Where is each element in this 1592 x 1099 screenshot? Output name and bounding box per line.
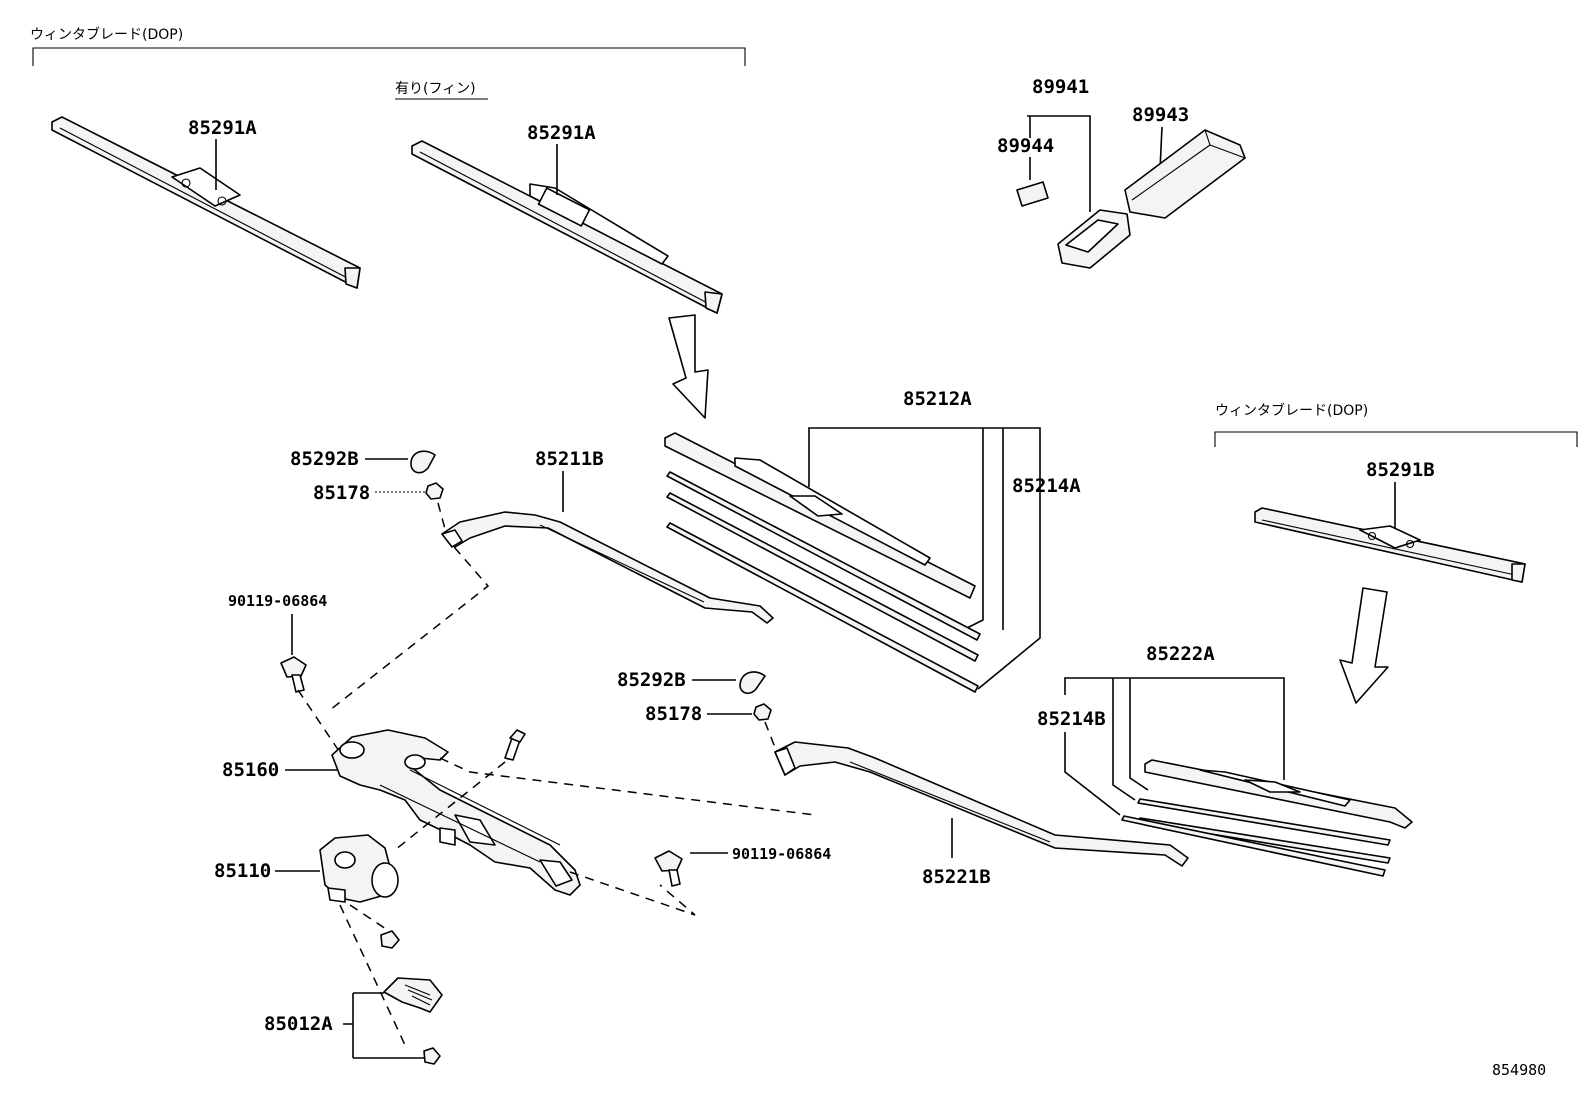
part-label-85291A-fin: 85291A bbox=[527, 122, 596, 144]
part-label-85291A-left: 85291A bbox=[188, 117, 257, 139]
bolt-90119-upper bbox=[280, 656, 307, 693]
install-line-motor bbox=[394, 761, 506, 851]
fin-blade-85291A bbox=[411, 140, 723, 314]
nut-85178-upper bbox=[425, 482, 444, 500]
section-label-winter-blade-dop: ウィンタブレード(DOP) bbox=[30, 26, 183, 43]
part-89943 bbox=[1124, 129, 1246, 219]
part-label-85178-upper: 85178 bbox=[313, 482, 370, 504]
part-label-85178-lower: 85178 bbox=[645, 703, 702, 725]
arm-85211B bbox=[441, 511, 774, 624]
section-bracket-top bbox=[32, 47, 746, 66]
leader-85222A-inner2 bbox=[1129, 678, 1149, 791]
part-label-85212A: 85212A bbox=[903, 388, 972, 410]
leader-85214B bbox=[1064, 732, 1121, 816]
arm-85221B bbox=[774, 741, 1189, 867]
part-label-85211B: 85211B bbox=[535, 448, 604, 470]
winter-blade-85291B bbox=[1254, 507, 1526, 583]
part-label-85214A: 85214A bbox=[1012, 475, 1081, 497]
cap-85292B-lower bbox=[739, 671, 766, 695]
nut-bracket bbox=[423, 1047, 441, 1065]
part-label-85110: 85110 bbox=[214, 860, 271, 882]
arrow-down-icon-right bbox=[1339, 587, 1389, 704]
cap-85292B-upper bbox=[410, 450, 436, 474]
install-line-bracket bbox=[339, 904, 406, 1046]
section-label-winter-blade-dop-right: ウィンタブレード(DOP) bbox=[1215, 402, 1368, 419]
part-label-85291B: 85291B bbox=[1366, 459, 1435, 481]
part-label-85222A: 85222A bbox=[1146, 643, 1215, 665]
bolt-90119-lower bbox=[654, 850, 683, 887]
part-label-85292B-lower: 85292B bbox=[617, 669, 686, 691]
section-bracket-right bbox=[1214, 431, 1578, 447]
part-label-90119-upper: 90119-06864 bbox=[228, 592, 327, 610]
bracket-85012A bbox=[383, 977, 443, 1013]
part-label-85160: 85160 bbox=[222, 759, 279, 781]
part-label-85214B: 85214B bbox=[1037, 708, 1106, 730]
leader-85012A bbox=[343, 992, 424, 1059]
install-line-linkage-bolt bbox=[569, 871, 696, 916]
install-line-bolt-upper bbox=[297, 689, 346, 761]
install-line-upper-arm bbox=[329, 502, 490, 711]
part-label-85012A: 85012A bbox=[264, 1013, 333, 1035]
leader-85212A-inner bbox=[962, 428, 984, 631]
rubber-lower-lower bbox=[1121, 815, 1386, 877]
install-line-motor-nut bbox=[349, 904, 396, 936]
blade-85222A bbox=[1144, 759, 1413, 829]
install-line-linkage-lower-arm bbox=[439, 757, 816, 816]
diagram-ref-number: 854980 bbox=[1492, 1061, 1546, 1079]
rubber-lower bbox=[666, 522, 979, 693]
leader-89941 bbox=[1027, 115, 1091, 212]
motor-85110 bbox=[319, 834, 399, 903]
nut-motor bbox=[380, 930, 400, 949]
leader-85222A-inner bbox=[1112, 678, 1136, 801]
part-label-89943: 89943 bbox=[1132, 104, 1189, 126]
part-label-89944: 89944 bbox=[997, 135, 1054, 157]
leader-85222A bbox=[1064, 677, 1285, 780]
part-label-89941: 89941 bbox=[1032, 76, 1089, 98]
section-label-with-fin: 有り(フィン) bbox=[395, 81, 476, 97]
part-89944 bbox=[1016, 181, 1049, 207]
arrow-down-icon bbox=[668, 314, 709, 419]
refill-85214B bbox=[1137, 798, 1391, 846]
blade-85212A bbox=[664, 432, 976, 599]
rubber-upper bbox=[666, 492, 979, 662]
part-89941 bbox=[1057, 209, 1131, 269]
leader-85212A bbox=[808, 427, 1041, 690]
part-label-90119-lower: 90119-06864 bbox=[732, 845, 831, 863]
linkage-85160 bbox=[331, 729, 581, 896]
part-label-85221B: 85221B bbox=[922, 866, 991, 888]
bolt-linkage-mount bbox=[504, 729, 526, 761]
nut-85178-lower bbox=[753, 703, 772, 721]
part-label-85292B-upper: 85292B bbox=[290, 448, 359, 470]
refill-85214A bbox=[666, 471, 981, 641]
winter-blade-85291A bbox=[51, 116, 361, 289]
